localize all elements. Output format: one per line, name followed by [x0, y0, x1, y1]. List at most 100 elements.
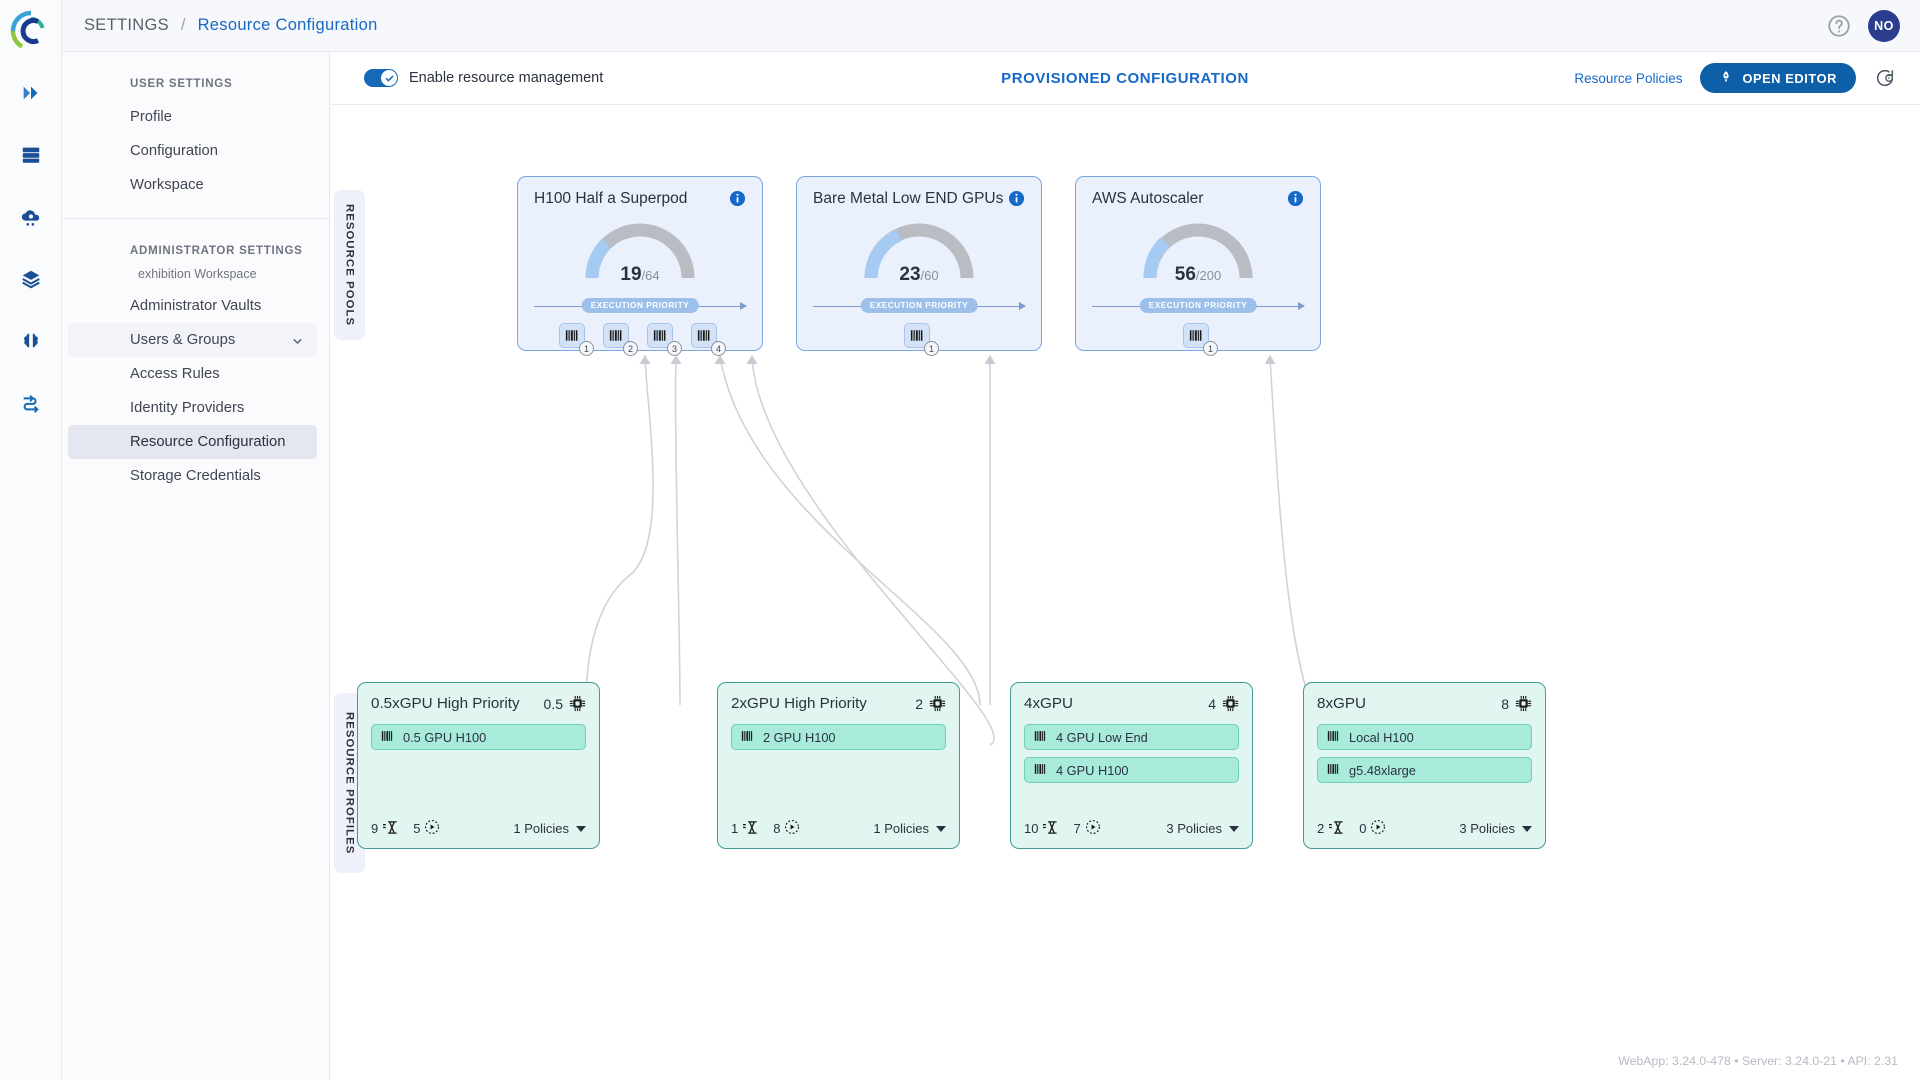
profile-title: 2xGPU High Priority	[731, 695, 867, 712]
cloud-gear-icon[interactable]	[8, 194, 54, 240]
help-circle-icon[interactable]	[1826, 13, 1852, 39]
resource-item[interactable]: Local H100	[1317, 724, 1532, 750]
sidebar-item-users-and-groups[interactable]: Users & Groups	[68, 323, 317, 357]
profile-gpu-count: 2	[915, 695, 923, 712]
workspace-name-label: exhibition Workspace	[138, 267, 257, 281]
resource-name: 0.5 GPU H100	[403, 729, 487, 745]
profile-gpu-count-group: 2	[915, 695, 946, 712]
rocket-icon	[1719, 70, 1733, 87]
policies-dropdown[interactable]: 1 Policies	[513, 821, 586, 836]
resource-profile-card[interactable]: 4xGPU 4 4 GPU Low End 4	[1010, 682, 1253, 849]
sidebar-divider	[62, 218, 329, 219]
hourglass-icon	[1042, 820, 1059, 838]
resource-item[interactable]: g5.48xlarge	[1317, 757, 1532, 783]
pool-chip[interactable]: 4	[691, 323, 726, 356]
gauge-used: 19	[620, 264, 642, 285]
gpu-bars-icon	[1034, 730, 1047, 745]
chip-processor-icon	[1222, 695, 1239, 712]
resource-name: Local H100	[1349, 729, 1414, 745]
toggle-track[interactable]	[364, 69, 398, 87]
enable-resource-management-toggle[interactable]: Enable resource management	[364, 69, 603, 87]
pool-chip[interactable]: 1	[559, 323, 594, 356]
resource-profile-card[interactable]: 8xGPU 8 Local H100 g5.48	[1303, 682, 1546, 849]
policies-dropdown[interactable]: 1 Policies	[873, 821, 946, 836]
gpu-bars-icon	[1327, 763, 1340, 778]
running-stat: 8	[773, 819, 800, 838]
layers-icon[interactable]	[8, 256, 54, 302]
pool-title: H100 Half a Superpod	[534, 190, 688, 207]
sidebar-item-storage-credentials[interactable]: Storage Credentials	[130, 468, 261, 484]
gauge-value: 23/60	[859, 264, 979, 286]
pool-chip[interactable]: 3	[647, 323, 682, 356]
sidebar-item-workspace[interactable]: Workspace	[130, 177, 204, 193]
pool-title: Bare Metal Low END GPUs	[813, 190, 1004, 207]
brand-logo[interactable]	[8, 8, 54, 54]
hourglass-icon	[742, 820, 759, 838]
version-footer: WebApp: 3.24.0-478 • Server: 3.24.0-21 •…	[1618, 1054, 1898, 1068]
chip-processor-icon	[1515, 695, 1532, 712]
sidebar-item-access-rules[interactable]: Access Rules	[130, 366, 220, 382]
running-count: 5	[413, 821, 421, 836]
double-chevron-right-icon[interactable]	[8, 70, 54, 116]
resource-profile-card[interactable]: 2xGPU High Priority 2 2 GPU H100	[717, 682, 960, 849]
sidebar-item-profile[interactable]: Profile	[130, 109, 172, 125]
pool-chip[interactable]: 2	[603, 323, 638, 356]
refresh-play-icon[interactable]	[1874, 67, 1896, 89]
server-rack-icon[interactable]	[8, 132, 54, 178]
chevron-down-icon[interactable]	[292, 335, 303, 346]
breadcrumb-current[interactable]: Resource Configuration	[197, 16, 378, 34]
resource-profile-card[interactable]: 0.5xGPU High Priority 0.5 0.5 GPU H100	[357, 682, 600, 849]
resource-pool-card[interactable]: AWS Autoscaler 56/200	[1075, 176, 1321, 356]
priority-arrow-icon	[1298, 302, 1305, 310]
avatar[interactable]: NO	[1868, 9, 1900, 42]
info-icon[interactable]	[1287, 190, 1304, 207]
profile-header: 8xGPU 8	[1317, 695, 1532, 712]
policies-label: 1 Policies	[513, 821, 569, 836]
resource-item[interactable]: 2 GPU H100	[731, 724, 946, 750]
queued-stat: 10	[1024, 820, 1059, 838]
info-icon[interactable]	[1008, 190, 1025, 207]
resource-item[interactable]: 0.5 GPU H100	[371, 724, 586, 750]
caret-down-icon	[1229, 825, 1239, 832]
resource-item[interactable]: 4 GPU H100	[1024, 757, 1239, 783]
gpu-bars-icon	[904, 323, 930, 348]
main-content: Enable resource management PROVISIONED C…	[330, 52, 1920, 1080]
resource-pool-card[interactable]: Bare Metal Low END GPUs 23/60	[796, 176, 1042, 356]
gauge-used: 23	[899, 264, 921, 285]
sidebar-item-configuration[interactable]: Configuration	[130, 143, 219, 159]
pool-chip[interactable]: 1	[904, 323, 939, 356]
policies-dropdown[interactable]: 3 Policies	[1459, 821, 1532, 836]
pipeline-icon[interactable]	[8, 380, 54, 426]
brain-icon[interactable]	[8, 318, 54, 364]
resource-policies-link[interactable]: Resource Policies	[1574, 70, 1683, 86]
sidebar-item-administrator-vaults[interactable]: Administrator Vaults	[130, 298, 262, 314]
profile-gpu-count: 4	[1208, 695, 1216, 712]
queued-count: 1	[731, 821, 739, 836]
resource-pool-card[interactable]: H100 Half a Superpod 19/64	[517, 176, 763, 356]
running-play-icon	[1370, 819, 1386, 838]
execution-priority-label: EXECUTION PRIORITY	[1139, 298, 1257, 313]
open-editor-button[interactable]: OPEN EDITOR	[1700, 63, 1856, 93]
profile-header: 0.5xGPU High Priority 0.5	[371, 695, 586, 712]
breadcrumb-root[interactable]: SETTINGS	[84, 16, 169, 34]
gauge-used: 56	[1174, 264, 1196, 285]
sidebar-item-resource-configuration[interactable]: Resource Configuration	[68, 425, 317, 459]
info-icon[interactable]	[729, 190, 746, 207]
pool-chip[interactable]: 1	[1183, 323, 1218, 356]
running-stat: 7	[1073, 819, 1100, 838]
caret-down-icon	[1522, 825, 1532, 832]
sidebar-item-identity-providers[interactable]: Identity Providers	[130, 400, 245, 416]
profile-gpu-count-group: 0.5	[544, 695, 586, 712]
chip-index: 4	[711, 341, 726, 356]
execution-priority-axis: EXECUTION PRIORITY	[813, 298, 1026, 314]
pool-chip-list: 1 2 3	[534, 323, 746, 356]
policies-label: 3 Policies	[1459, 821, 1515, 836]
priority-arrow-icon	[1019, 302, 1026, 310]
running-count: 7	[1073, 821, 1081, 836]
policies-dropdown[interactable]: 3 Policies	[1166, 821, 1239, 836]
configuration-toolbar: Enable resource management PROVISIONED C…	[330, 52, 1920, 104]
capacity-gauge: 19/64	[580, 218, 700, 285]
resource-item[interactable]: 4 GPU Low End	[1024, 724, 1239, 750]
gauge-total: /60	[920, 268, 939, 283]
queued-count: 10	[1024, 821, 1039, 836]
